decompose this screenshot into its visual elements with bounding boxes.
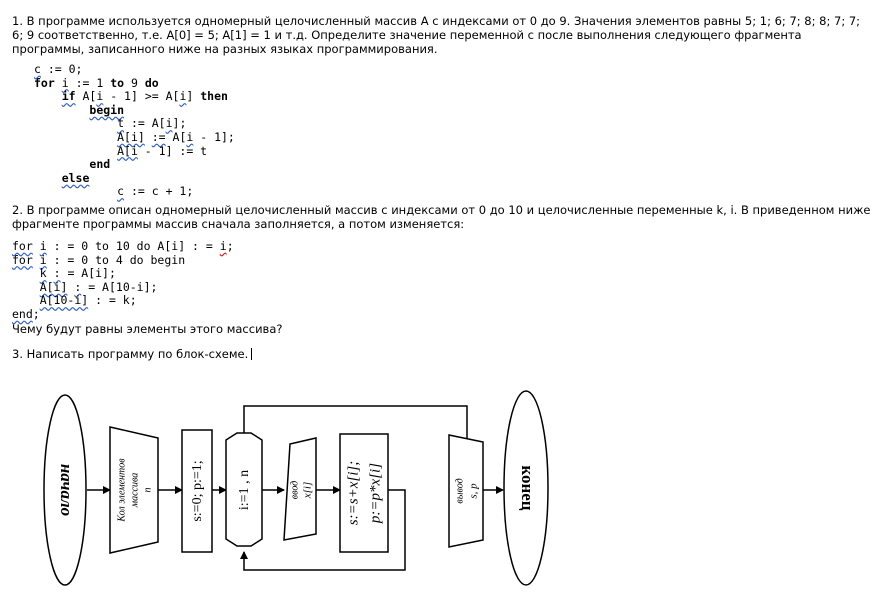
output-label: s, p [468,483,480,499]
task2-code: for i : = 0 to 10 do A[i] : = i; for i :… [12,239,234,322]
init-label: s:=0; p:=1; [190,460,205,521]
code-keyword: end [89,157,111,172]
code-token: : = k; [88,293,137,308]
code-keyword: else [61,170,90,185]
code-token: A[i] [117,129,145,144]
loop-return-line [240,489,406,571]
input-n-block [109,426,159,554]
code-token: 9 [124,75,145,90]
code-keyword: then [200,89,228,104]
code-token: c [117,184,125,199]
code-token: - 1]; [193,129,235,144]
read-x-label: x[i] [302,482,314,500]
flowchart: начало Кол элементов массива n s:=0; p:=… [43,390,549,586]
code-token: k [39,266,47,281]
code-token: = A[10-i]; [81,279,158,294]
loop-label: i:=1 , n [237,470,252,510]
code-token: := 0; [40,62,83,76]
code-keyword: do [144,75,159,90]
code-token: A[ [75,89,97,104]
code-token: i [61,75,69,90]
input-n-label: массива [129,473,140,509]
text-cursor [251,348,253,360]
code-keyword: end [12,306,33,321]
code-token: i [96,89,104,104]
code-token: = A[i]; [60,266,116,281]
read-x-label: ввод [289,481,300,499]
code-token: ; [226,239,234,253]
loop-block [225,432,263,547]
code-token: A[10-i] [39,293,89,308]
process-block [339,433,389,553]
output-block [448,434,484,548]
code-token: := c + 1; [124,184,194,199]
task3-label: 3. Написать программу по блок-схеме. [12,347,249,361]
code-token: A[ [165,129,187,144]
task1-code: c := 0; for i := 1 to 9 do if A[i - 1] >… [34,62,235,199]
init-block [181,429,213,553]
task2-text: 2. В программе описан одномерный целочис… [12,203,871,231]
input-n-label: Кол элементов [116,458,127,523]
start-terminal [43,394,87,586]
code-token [145,130,152,144]
task1-text: 1. В программе используется одномерный ц… [12,14,861,56]
end-label: конец [518,465,537,510]
code-token: i [186,129,194,144]
task3-text: 3. Написать программу по блок-схеме. [12,347,872,361]
code-token: := [151,129,166,144]
start-label: начало [57,464,76,516]
code-token: A[i] [39,279,68,294]
code-keyword: if [61,89,76,104]
code-token: i [165,116,173,131]
code-token: i [179,89,187,104]
code-token: ; [32,306,40,321]
code-token: : [53,266,61,281]
read-x-block [283,437,317,541]
code-keyword: begin [89,102,125,117]
code-token: ]; [172,116,187,131]
output-label: вывод [454,478,465,503]
code-token: - 1] >= A[ [103,89,180,104]
code-token: i [39,239,47,253]
code-keyword: for [34,75,55,90]
code-keyword: for [12,239,33,253]
code-token: t [117,116,125,131]
code-token: i [39,252,47,267]
code-token: : [74,279,82,294]
code-token: A[i [117,143,138,158]
code-token: := 1 [68,75,111,90]
input-n-label: n [142,488,153,493]
code-token: := A[ [124,116,166,131]
code-token: ] [186,89,201,104]
code-token: - 1] := t [137,143,208,158]
task2-question: Чему будут равны элементы этого массива? [12,322,283,336]
code-token: : = 0 to 4 do begin [46,252,186,267]
code-keyword: for [12,252,33,267]
process-label: p:=p*x[i] [367,463,383,524]
code-token: : = 0 to 10 do A[i] : = [46,239,220,253]
code-token [47,266,54,280]
process-label: s:=s+x[i]; [345,461,361,525]
code-keyword: to [110,75,125,90]
code-token: i [219,239,227,253]
code-token: c [34,62,41,76]
end-terminal [503,390,549,586]
